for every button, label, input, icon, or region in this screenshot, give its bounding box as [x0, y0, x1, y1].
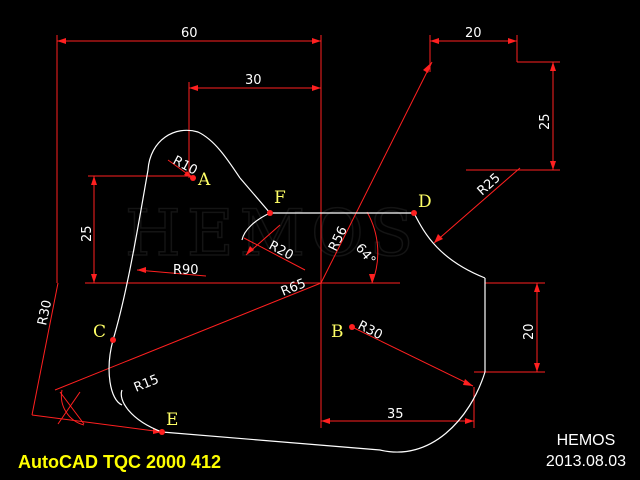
dim-35: 35: [387, 407, 404, 422]
dim-r65: R65: [279, 276, 308, 299]
point-e-marker: [159, 429, 165, 435]
arrowheads: [57, 38, 556, 434]
dim-r25: R25: [475, 171, 504, 199]
author-name: HEMOS: [556, 432, 616, 449]
dim-r30-b: R30: [355, 318, 385, 343]
part-outline: [108, 129, 486, 453]
dim-25-left: 25: [80, 225, 95, 242]
dim-20-top: 20: [465, 26, 482, 41]
point-f-marker: [267, 210, 273, 216]
point-f-label: F: [274, 188, 286, 208]
point-b-marker: [349, 324, 355, 330]
dim-20-right: 20: [522, 323, 537, 340]
point-c-label: C: [93, 322, 106, 342]
point-markers: [110, 175, 417, 435]
dim-r15: R15: [132, 372, 161, 395]
point-e-label: E: [166, 410, 178, 430]
dim-60: 60: [181, 26, 198, 41]
point-d-label: D: [418, 192, 432, 212]
point-a-marker: [190, 175, 196, 181]
drawing-title: AutoCAD TQC 2000 412: [18, 452, 222, 472]
point-d-marker: [411, 210, 417, 216]
author-block: HEMOS 2013.08.03: [546, 430, 626, 472]
point-c-marker: [110, 337, 116, 343]
dimension-lines: [31, 35, 560, 433]
point-a-label: A: [197, 170, 211, 190]
dim-r30-left: R30: [35, 299, 55, 327]
dim-r90: R90: [173, 263, 199, 278]
point-b-label: B: [331, 322, 344, 342]
drawing-date: 2013.08.03: [545, 453, 626, 470]
dim-30: 30: [245, 73, 262, 88]
dim-25-right: 25: [538, 113, 553, 130]
